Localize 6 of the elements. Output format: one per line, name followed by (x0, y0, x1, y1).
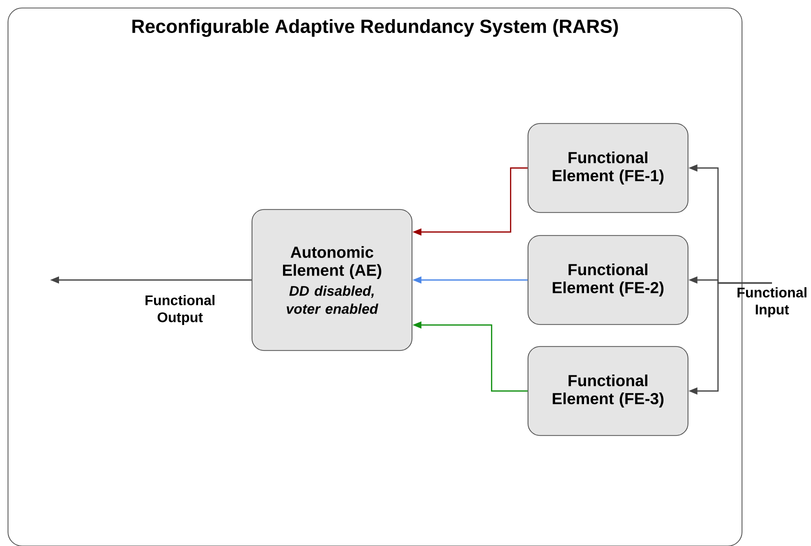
element-box: Functional Element (FE-3) (528, 346, 688, 436)
box-title: Reconfigurable Adaptive Redundancy System (RARS) (132, 19, 618, 37)
edge-label: Functional Output (139, 294, 221, 326)
element-box: Functional Element (FE-1) (528, 123, 688, 213)
element-box: Functional Element (FE-2) (528, 235, 688, 325)
element-box: Autonomic Element (AE) DD disabled, voter enabled (252, 209, 412, 351)
